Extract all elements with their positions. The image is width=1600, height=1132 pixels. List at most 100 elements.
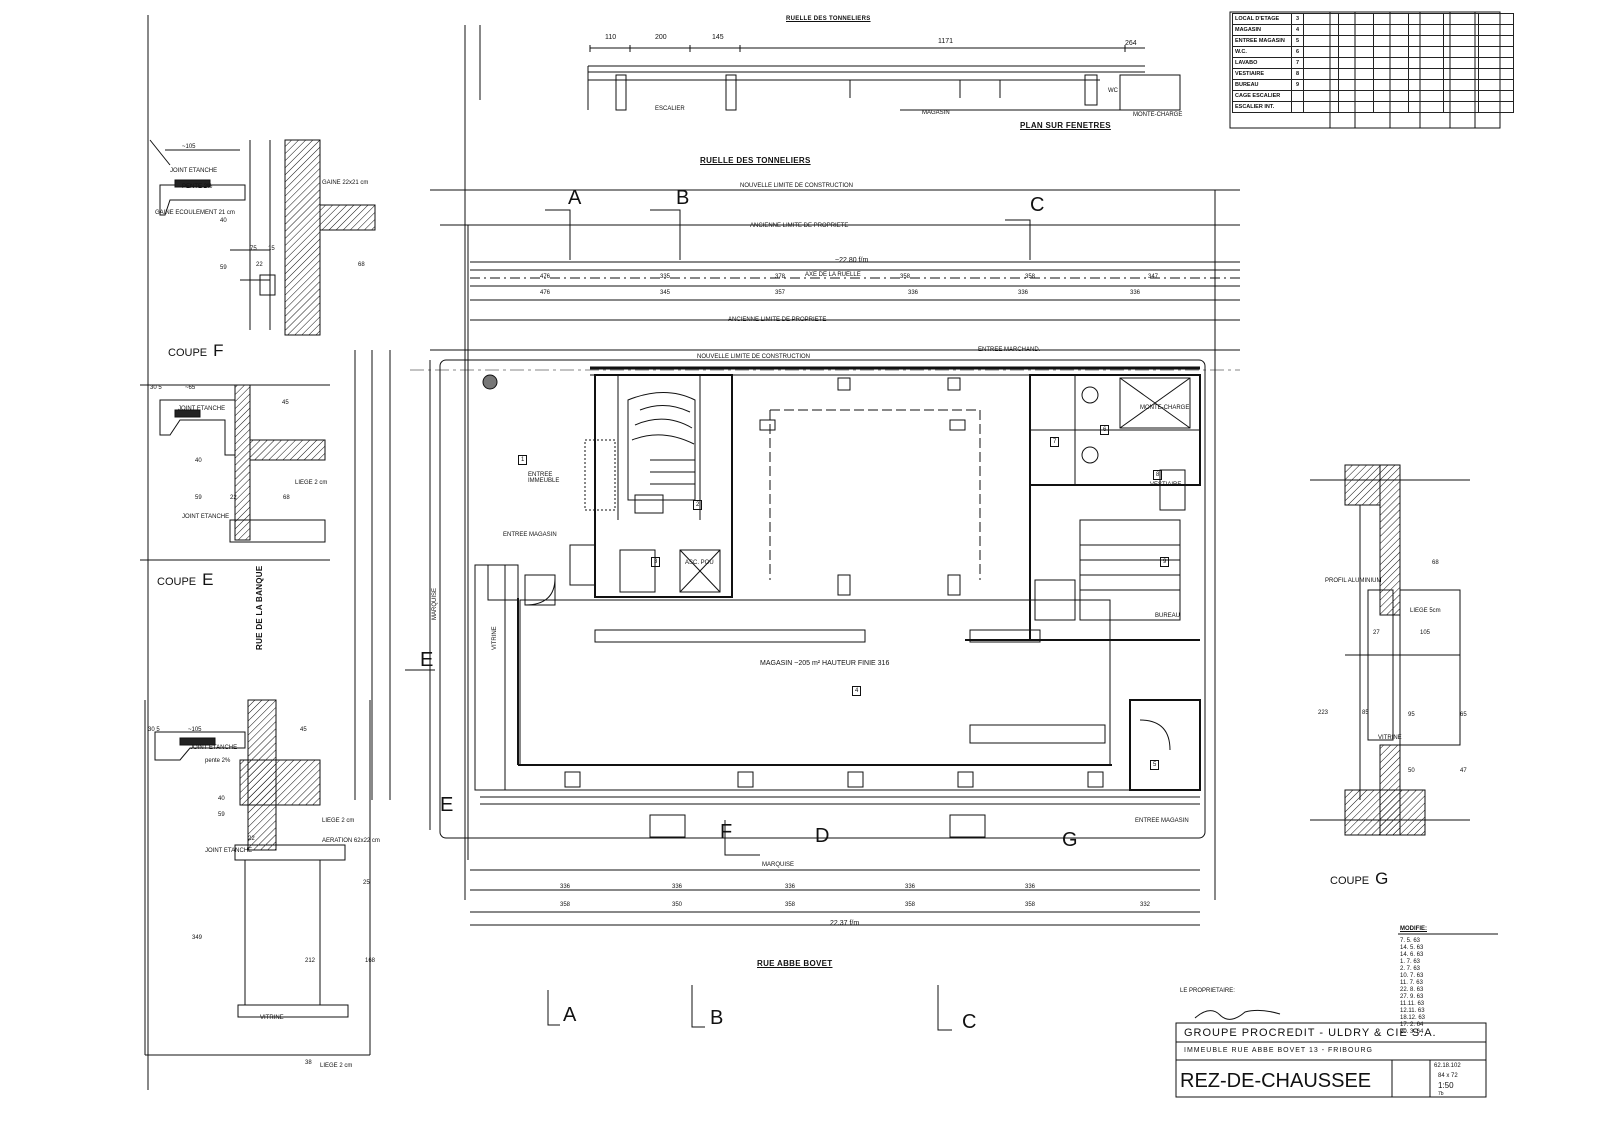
coupe-e-note: LIEGE 2 cm bbox=[295, 480, 328, 486]
modification-entry: 7. 5. 63 bbox=[1400, 938, 1421, 944]
old-property-limit-label-2: ANCIENNE LIMITE DE PROPRIETE bbox=[728, 317, 827, 323]
dim: 358 bbox=[785, 902, 796, 908]
new-construction-limit-label-2: NOUVELLE LIMITE DE CONSTRUCTION bbox=[697, 354, 811, 360]
company-name: GROUPE PROCREDIT - ULDRY & CIE S.A. bbox=[1184, 1027, 1437, 1039]
dim: 350 bbox=[672, 902, 683, 908]
detail-note: 25 bbox=[363, 880, 370, 886]
legend-number: 7 bbox=[1291, 57, 1304, 69]
dim: 332 bbox=[1140, 902, 1151, 908]
legend-row: ESCALIER INT. bbox=[1232, 101, 1514, 113]
coupe-f-note: ~105 bbox=[182, 144, 196, 150]
legend-number: 5 bbox=[1291, 35, 1304, 47]
detail-note: LIEGE 2 cm bbox=[322, 818, 355, 824]
detail-note: 30 5 bbox=[148, 727, 160, 733]
room-number: 2 bbox=[693, 500, 703, 510]
axis-label: AXE DE LA RUELLE bbox=[805, 272, 861, 278]
legend-label: CAGE ESCALIER bbox=[1232, 90, 1292, 102]
dim: 336 bbox=[785, 884, 796, 890]
detail-note: 212 bbox=[305, 958, 316, 964]
dim: 358 bbox=[560, 902, 571, 908]
dim: 476 bbox=[540, 290, 551, 296]
detail-coupe-f bbox=[149, 139, 376, 336]
section-marker-b: B bbox=[676, 187, 690, 209]
legend-number: 3 bbox=[1291, 13, 1304, 25]
section-marker-c: C bbox=[1030, 194, 1045, 216]
modification-entry: 22. 8. 63 bbox=[1400, 987, 1424, 993]
room-number: 1 bbox=[518, 455, 528, 465]
coupe-f-letter: F bbox=[213, 341, 224, 360]
room-number: 8 bbox=[1153, 470, 1163, 480]
room-number: 4 bbox=[852, 686, 862, 696]
coupe-g-word: COUPE bbox=[1330, 875, 1370, 887]
coupe-e-word: COUPE bbox=[157, 576, 197, 588]
section-marker-f: F bbox=[720, 821, 733, 843]
new-construction-limit-label: NOUVELLE LIMITE DE CONSTRUCTION bbox=[740, 183, 854, 189]
legend-label: LOCAL D'ETAGE bbox=[1232, 13, 1292, 25]
legend-label: VESTIAIRE bbox=[1232, 68, 1292, 80]
detail-note: pente 2% bbox=[205, 758, 231, 764]
detail-note: 38 bbox=[305, 1060, 312, 1066]
coupe-f-note: JOINT ETANCHE bbox=[170, 168, 218, 174]
main-plan bbox=[147, 15, 1240, 1090]
modification-entry: 17. 2. 64 bbox=[1400, 1022, 1424, 1028]
section-marker-e: E bbox=[420, 649, 434, 671]
overall-width-bottom: 22.37 f/m bbox=[830, 920, 860, 927]
room-label-entree-marchand: ENTREE MARCHAND. bbox=[978, 347, 1041, 353]
detail-vitrine-section bbox=[144, 699, 371, 1056]
coupe-g-note: 95 bbox=[1408, 712, 1415, 718]
coupe-f-note: PENTE 2% bbox=[182, 184, 213, 190]
modifications-title: MODIFIE: bbox=[1400, 926, 1427, 932]
coupe-e-note: 40 bbox=[195, 458, 202, 464]
section-marker-a-bottom: A bbox=[563, 1004, 577, 1026]
dim: 336 bbox=[905, 884, 916, 890]
coupe-e-note: JOINT ETANCHE bbox=[182, 514, 230, 520]
owner-signature bbox=[1194, 1009, 1281, 1020]
dim: 357 bbox=[775, 290, 786, 296]
section-marker-b-bottom: B bbox=[710, 1007, 724, 1029]
modification-entry: 11. 7. 63 bbox=[1400, 980, 1423, 986]
dim: 476 bbox=[540, 274, 551, 280]
coupe-g-note: 105 bbox=[1420, 630, 1431, 636]
dim: 358 bbox=[905, 902, 916, 908]
modification-entry: 2. 7. 63 bbox=[1400, 966, 1421, 972]
dim: 345 bbox=[660, 290, 671, 296]
detail-coupe-e bbox=[140, 384, 330, 561]
coupe-f-word: COUPE bbox=[168, 347, 208, 359]
room-label-vestiaire: VESTIAIRE bbox=[1150, 482, 1182, 488]
coupe-f-note: 75 bbox=[250, 246, 257, 252]
detail-note: 40 bbox=[218, 796, 225, 802]
building-address: IMMEUBLE RUE ABBE BOVET 13 - FRIBOURG bbox=[1184, 1047, 1373, 1054]
legend-label: BUREAU bbox=[1232, 79, 1292, 91]
room-number: 5 bbox=[1150, 760, 1160, 770]
detail-note: 168 bbox=[365, 958, 376, 964]
legend-row: W.C.6 bbox=[1232, 46, 1514, 58]
legend-label: MAGASIN bbox=[1232, 24, 1292, 36]
room-label-monte-charge: MONTE-CHARGE bbox=[1140, 405, 1190, 411]
coupe-f-note: 22 bbox=[256, 262, 263, 268]
room-label-marquise-2: MARQUISE bbox=[762, 862, 795, 868]
legend-label: W.C. bbox=[1232, 46, 1292, 58]
window-plan-strip bbox=[479, 25, 1181, 111]
coupe-g-note: VITRINE bbox=[1378, 735, 1402, 741]
top-strip-street-label: RUELLE DES TONNELIERS bbox=[786, 16, 871, 22]
coupe-f-label: COUPE F bbox=[168, 342, 224, 359]
drawing-sheet: 7b bbox=[1438, 1091, 1444, 1097]
legend-row: CAGE ESCALIER bbox=[1232, 90, 1514, 102]
modification-entry: 1. 7. 63 bbox=[1400, 959, 1421, 965]
legend-number bbox=[1291, 90, 1304, 102]
dim: 347 bbox=[1148, 274, 1159, 280]
legend-number: 4 bbox=[1291, 24, 1304, 36]
detail-note: JOINT ETANCHE bbox=[205, 848, 253, 854]
section-marker-a: A bbox=[568, 187, 582, 209]
drawing-format: 84 x 72 bbox=[1438, 1073, 1458, 1079]
detail-note: 45 bbox=[300, 727, 307, 733]
coupe-e-note: 68 bbox=[283, 495, 290, 501]
coupe-f-note: GAINE 22x21 cm bbox=[322, 180, 369, 186]
coupe-e-note: 30 5 bbox=[150, 385, 162, 391]
strip-label-escalier: ESCALIER bbox=[655, 106, 685, 112]
